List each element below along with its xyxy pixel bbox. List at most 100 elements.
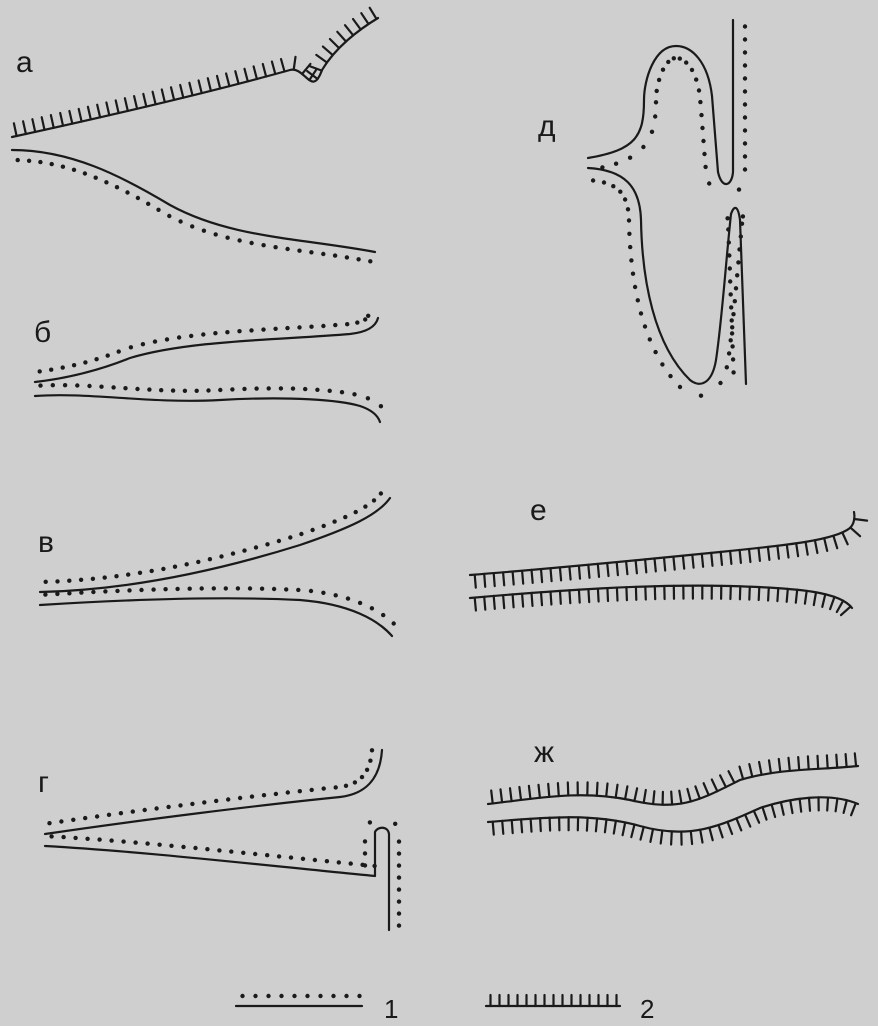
dot-mark xyxy=(202,800,206,804)
dot-mark xyxy=(333,323,337,327)
dot-mark xyxy=(379,404,383,408)
dot-mark xyxy=(697,88,701,92)
dot-mark xyxy=(344,784,348,788)
dot-mark xyxy=(250,794,254,798)
dot-mark xyxy=(104,180,108,184)
hachure-mark xyxy=(597,783,598,796)
dot-mark xyxy=(177,335,181,339)
dot-mark xyxy=(262,793,266,797)
dot-mark xyxy=(95,814,99,818)
dot-mark xyxy=(146,202,150,206)
hachure-mark xyxy=(806,542,808,555)
dot-mark xyxy=(340,390,344,394)
hachure-mark xyxy=(768,588,769,601)
dot-mark xyxy=(739,234,743,238)
hachure-mark xyxy=(494,573,495,586)
dot-mark xyxy=(357,994,361,998)
dot-mark xyxy=(242,387,246,391)
dot-mark xyxy=(730,318,734,322)
hachure-mark xyxy=(777,588,778,601)
dot-mark xyxy=(291,386,295,390)
dot-mark xyxy=(16,158,20,162)
dot-mark xyxy=(737,247,741,251)
panel-a-upper-shore xyxy=(12,18,378,137)
dot-mark xyxy=(63,383,67,387)
hachure-mark xyxy=(513,594,514,607)
hachure-mark xyxy=(653,791,654,804)
dot-mark xyxy=(623,197,627,201)
hachure-mark xyxy=(330,39,339,48)
hachure-mark xyxy=(14,123,17,136)
hachure-mark xyxy=(307,71,317,79)
dot-mark xyxy=(231,551,235,555)
dot-mark xyxy=(38,160,42,164)
hachure-mark xyxy=(588,565,589,578)
dot-mark xyxy=(261,243,265,247)
hachure-mark xyxy=(759,587,760,600)
hachure-mark xyxy=(370,8,377,19)
dot-mark xyxy=(178,219,182,223)
dot-mark xyxy=(726,227,730,231)
hachure-mark xyxy=(97,105,100,118)
hachure-mark xyxy=(740,550,741,563)
hachure-mark xyxy=(836,799,838,812)
dot-mark xyxy=(661,68,665,72)
dot-mark xyxy=(737,187,741,191)
dot-mark xyxy=(650,130,654,134)
hachure-mark xyxy=(636,560,637,573)
panel-d-lower-dots xyxy=(591,178,745,398)
hachure-mark xyxy=(272,62,275,75)
dot-mark xyxy=(201,332,205,336)
dot-mark xyxy=(694,77,698,81)
dot-mark xyxy=(743,63,747,67)
dot-mark xyxy=(49,368,53,372)
dot-mark xyxy=(67,591,71,595)
panel-d-upper-lagoon xyxy=(588,20,733,184)
dot-mark xyxy=(321,591,325,595)
dot-mark xyxy=(731,370,735,374)
dot-mark xyxy=(397,887,401,891)
hachure-mark xyxy=(88,107,91,120)
dot-mark xyxy=(190,802,194,806)
dot-mark xyxy=(241,851,245,855)
hachure-mark xyxy=(749,549,750,562)
dot-mark xyxy=(627,232,631,236)
hachure-mark xyxy=(503,595,504,608)
dot-mark xyxy=(286,790,290,794)
hachure-mark xyxy=(623,822,626,835)
dot-mark xyxy=(629,258,633,262)
hachure-mark xyxy=(607,588,608,601)
panel-g-upper-shore xyxy=(45,750,382,834)
dot-mark xyxy=(365,768,369,772)
dot-mark xyxy=(372,498,376,502)
dot-mark xyxy=(83,816,87,820)
dot-mark xyxy=(700,126,704,130)
dot-mark xyxy=(718,381,722,385)
dot-mark xyxy=(61,835,65,839)
hachure-mark xyxy=(702,554,703,567)
dot-mark xyxy=(628,156,632,160)
dot-mark xyxy=(741,214,745,218)
dot-mark xyxy=(660,362,664,366)
dot-mark xyxy=(392,621,396,625)
hachure-mark xyxy=(631,825,634,838)
dot-mark xyxy=(273,245,277,249)
hachure-mark xyxy=(671,832,672,845)
dot-mark xyxy=(79,590,83,594)
hachure-mark xyxy=(850,528,860,537)
dot-mark xyxy=(75,383,79,387)
dot-mark xyxy=(313,858,317,862)
dot-mark xyxy=(237,238,241,242)
dot-mark xyxy=(730,325,734,329)
hachure-mark xyxy=(51,115,54,128)
dot-mark xyxy=(173,565,177,569)
dot-mark xyxy=(126,572,130,576)
hachure-mark xyxy=(484,597,485,610)
dot-mark xyxy=(260,587,264,591)
panel-d-lower-lagoon xyxy=(588,168,746,384)
dot-mark xyxy=(639,311,643,315)
dot-mark xyxy=(183,389,187,393)
hachure-mark xyxy=(134,96,137,109)
dot-mark xyxy=(230,387,234,391)
dot-mark xyxy=(121,839,125,843)
